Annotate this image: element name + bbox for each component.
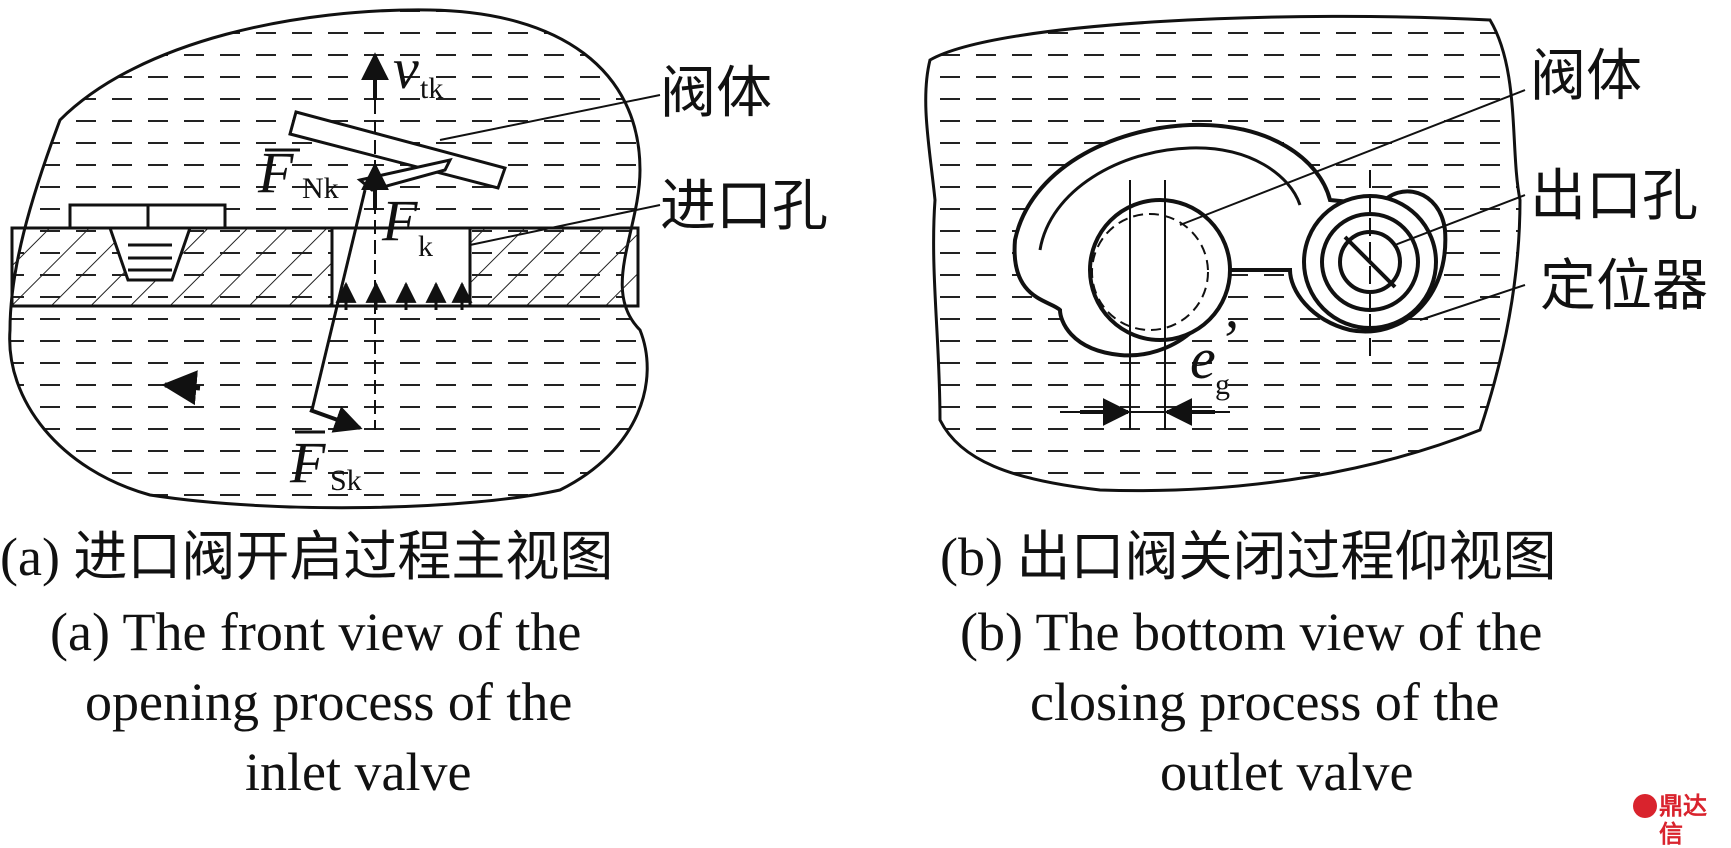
label-fk-symbol: F (381, 188, 418, 253)
label-locator: 定位器 (1540, 256, 1708, 318)
watermark-text: 鼎达信 (1659, 792, 1707, 848)
label-valve-body-a: 阀体 (660, 63, 772, 125)
label-e-prime: ’ (1218, 308, 1237, 373)
label-e-subscript: g (1215, 368, 1230, 401)
valve-diagram-figure: 阀体 进口孔 v tk F Nk F k F Sk (a) 进口阀开启过程主视图… (0, 8, 1708, 802)
label-fk-subscript: k (418, 230, 433, 263)
label-outlet-hole: 出口孔 (1530, 166, 1698, 228)
watermark-badge-icon (1633, 794, 1657, 818)
label-fs-subscript: Sk (330, 464, 362, 497)
watermark-logo: 鼎达信 (1633, 792, 1729, 848)
label-inlet-hole: 进口孔 (660, 176, 828, 238)
caption-a-cn: (a) 进口阀开启过程主视图 (0, 527, 613, 587)
caption-a-en-1: (a) The front view of the (50, 602, 581, 662)
label-v-subscript: tk (420, 72, 443, 105)
label-e-symbol: e (1190, 326, 1216, 391)
arrow-fs (309, 406, 363, 433)
screw-cone (107, 226, 193, 282)
panel-b-bottom-view: 阀体 出口孔 定位器 e ’ g (b) 出口阀关闭过程仰视图 (b) The … (924, 14, 1708, 802)
label-fn-symbol: F (257, 140, 294, 205)
valve-disc (1088, 198, 1232, 342)
caption-b-en-3: outlet valve (1160, 742, 1413, 802)
panel-a-front-view: 阀体 进口孔 v tk F Nk F k F Sk (a) 进口阀开启过程主视图… (0, 8, 828, 802)
label-v-symbol: v (393, 36, 419, 101)
caption-b-cn: (b) 出口阀关闭过程仰视图 (940, 527, 1556, 587)
valve-flap (288, 110, 507, 190)
label-valve-body-b: 阀体 (1530, 46, 1642, 108)
caption-b-en-2: closing process of the (1030, 672, 1499, 732)
flow-arrow (161, 370, 201, 406)
caption-b-en-1: (b) The bottom view of the (960, 602, 1542, 662)
label-fs-symbol: F (289, 430, 326, 495)
caption-a-en-3: inlet valve (245, 742, 471, 802)
label-fn-subscript: Nk (302, 172, 339, 205)
caption-a-en-2: opening process of the (85, 672, 572, 732)
pressure-arrows (335, 281, 473, 310)
